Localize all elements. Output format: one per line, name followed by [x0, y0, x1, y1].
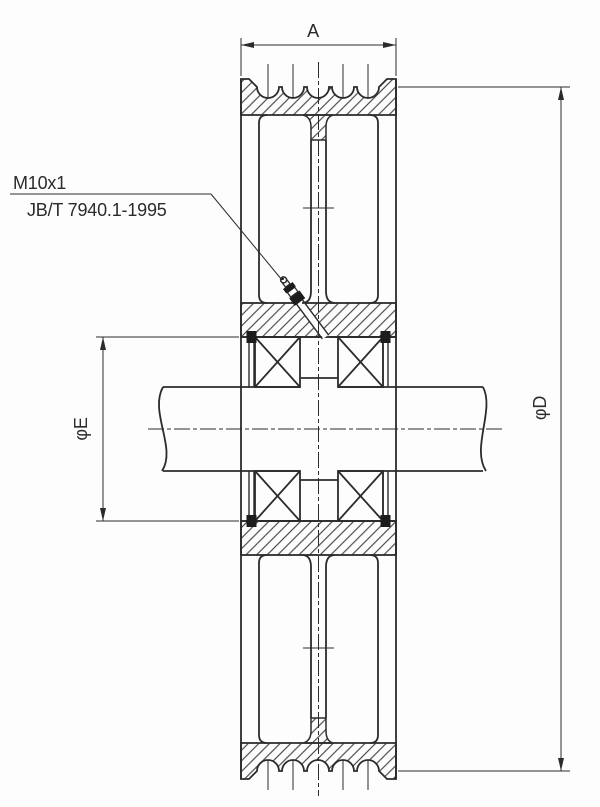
dim-label-phi-d: φD: [530, 396, 550, 420]
bearing-top-left: [254, 336, 301, 388]
bearing-bottom-right: [337, 470, 384, 522]
grease-fitting-callout: M10x1 JB/T 7940.1-1995: [10, 173, 283, 281]
bearing-bottom-left: [254, 470, 301, 522]
dimension-bore-phi-e: φE: [71, 336, 239, 522]
dim-label-phi-e: φE: [71, 417, 91, 440]
centerlines: [148, 62, 505, 796]
leader-line: [210, 193, 283, 281]
bearing-top-right: [337, 336, 384, 388]
seals: [246, 331, 391, 527]
groove-ticks-top: [267, 64, 369, 98]
dim-label-a: A: [307, 21, 319, 41]
shaft-break-left: [158, 386, 168, 472]
dimension-outer-phi-d: φD: [398, 86, 570, 772]
callout-thread-label: M10x1: [13, 173, 66, 193]
web-bottom: [325, 554, 336, 718]
web-top: [301, 140, 312, 304]
seal-top-right: [380, 331, 391, 343]
web-top: [325, 140, 336, 304]
shaft: [158, 386, 488, 472]
seal-top-left: [246, 331, 257, 343]
groove-ticks-bottom: [267, 760, 369, 790]
seal-bottom-left: [246, 515, 257, 527]
callout-standard-label: JB/T 7940.1-1995: [27, 200, 167, 220]
grease-fitting: [279, 276, 306, 306]
dimension-width-a: A: [240, 21, 397, 76]
shaft-break-right: [480, 386, 488, 472]
web-bottom: [301, 554, 312, 718]
seal-bottom-right: [380, 515, 391, 527]
rim-bottom-section: [240, 717, 397, 780]
